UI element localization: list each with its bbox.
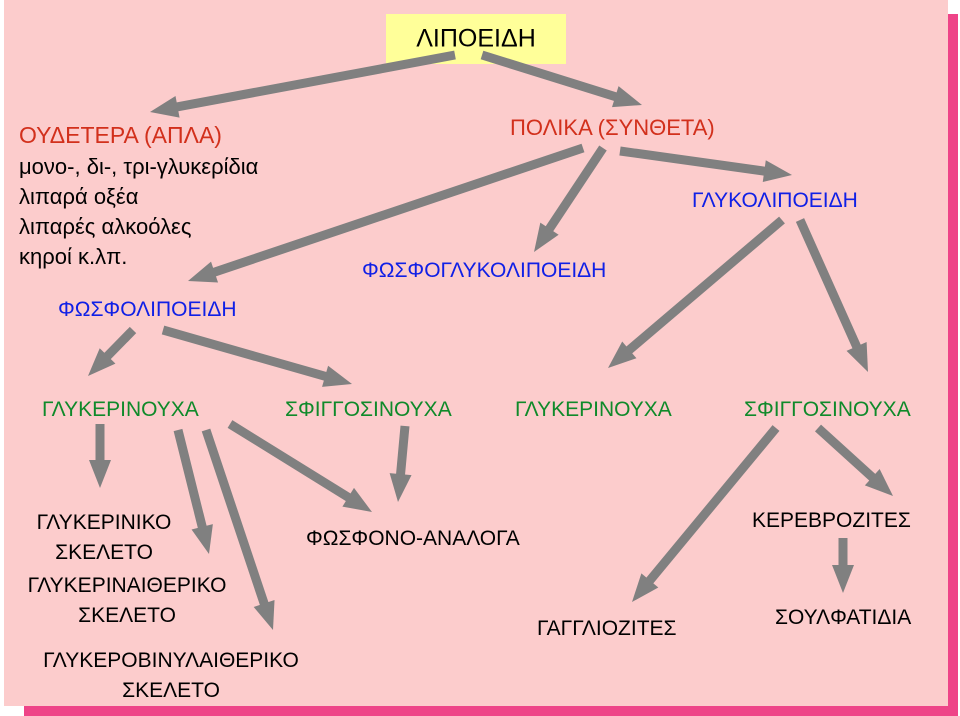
arrow-shaft-polar-to-phosphoglycolipids	[544, 145, 607, 233]
label-line: ΓΛΥΚΕΡΟΒΙΝΥΛΑΙΘΕΡΙΚΟ	[43, 649, 299, 672]
arrow-head-sphingosine-to-phosphono	[389, 473, 412, 502]
arrow-head-title-to-polar	[611, 86, 642, 108]
glycerol-containing-glycolipids-label: ΓΛΥΚΕΡΙΝΟΥΧΑ	[515, 398, 672, 421]
sulfatides-label: ΣΟΥΛΦΑΤΙΔΙΑ	[775, 606, 912, 629]
phospholipids-label: ΦΩΣΦΟΛΙΠΟΕΙΔΗ	[58, 298, 237, 321]
arrow-shaft-sphingosine-to-gangliosides	[645, 425, 780, 585]
slide-shadow-bottom	[24, 706, 958, 716]
neutral-item: κηροί κ.λπ.	[19, 244, 128, 269]
neutral-item: μονο-, δι-, τρι-γλυκερίδια	[19, 154, 259, 179]
label-line: ΣΚΕΛΕΤΟ	[122, 679, 220, 702]
neutral-item: λιπαρά οξέα	[19, 184, 139, 209]
arrow-head-cerebrosides-to-sulfatides	[832, 565, 854, 593]
glycolipids-label: ΓΛΥΚΟΛΙΠΟΕΙΔΗ	[692, 189, 858, 212]
arrow-shaft-phospholipids-to-glycerol	[102, 326, 137, 361]
arrow-shaft-title-to-neutral	[174, 50, 456, 112]
arrow-head-glycerol-to-glycerol-skeleton	[89, 460, 111, 488]
arrow-head-glycerol-to-phosphono	[342, 487, 372, 512]
arrow-head-polar-to-glycolipids	[762, 160, 792, 183]
phosphoglycolipids-label: ΦΩΣΦΟΓΛΥΚΟΛΙΠΟΕΙΔΗ	[362, 259, 607, 282]
sphingosine-containing-glycolipids-label: ΣΦΙΓΓΟΣΙΝΟΥΧΑ	[744, 398, 911, 421]
sphingosine-containing-phospholipids-label: ΣΦΙΓΓΟΣΙΝΟΥΧΑ	[285, 398, 452, 421]
arrow-head-glycerol-to-vinyl-ether-skeleton	[253, 599, 275, 630]
label-line: ΣΚΕΛΕΤΟ	[55, 541, 153, 564]
polar-lipids-label: ΠΟΛΙΚΑ (ΣΥΝΘΕΤΑ)	[510, 115, 715, 140]
arrow-head-phospholipids-to-sphingosine	[322, 365, 352, 387]
arrow-shaft-glycolipids-to-sphingosine	[795, 218, 862, 351]
arrow-shaft-glycolipids-to-glycerol	[624, 216, 785, 355]
arrow-head-polar-to-phosphoglycolipids	[534, 222, 559, 252]
arrow-head-phospholipids-to-glycerol	[88, 348, 116, 376]
diagram-panel	[4, 0, 948, 706]
gangliosides-label: ΓΑΓΓΛΙΟΖΙΤΕΣ	[537, 617, 677, 640]
arrow-shaft-sphingosine-to-cerebrosides	[814, 424, 877, 482]
label-line: ΓΛΥΚΕΡΙΝΑΙΘΕΡΙΚΟ	[27, 574, 227, 597]
glycerol-ether-skeleton-label: ΓΛΥΚΕΡΙΝΑΙΘΕΡΙΚΟ ΣΚΕΛΕΤΟ	[10, 571, 244, 631]
cerebrosides-label: ΚΕΡΕΒΡΟΖΙΤΕΣ	[752, 509, 911, 532]
arrow-shaft-phospholipids-to-sphingosine	[161, 325, 329, 382]
arrow-head-glycerol-to-ether-skeleton	[191, 524, 213, 554]
neutral-lipids-heading: ΟΥΔΕΤΕΡΑ (ΑΠΛΑ)	[19, 122, 222, 148]
neutral-lipids-list: μονο-, δι-, τρι-γλυκερίδια λιπαρά οξέα λ…	[19, 152, 258, 272]
diagram-title: ΛΙΠΟΕΙΔΗ	[416, 24, 536, 53]
glycerol-containing-phospholipids-label: ΓΛΥΚΕΡΙΝΟΥΧΑ	[42, 398, 199, 421]
arrow-shaft-polar-to-glycolipids	[619, 146, 767, 176]
title-box	[386, 14, 566, 64]
label-line: ΣΚΕΛΕΤΟ	[78, 604, 176, 627]
arrow-head-glycolipids-to-sphingosine	[846, 341, 868, 372]
arrow-head-title-to-neutral	[150, 96, 180, 118]
label-line: ΓΛΥΚΕΡΙΝΙΚΟ	[36, 511, 172, 534]
arrow-head-polar-to-phospholipids	[188, 261, 219, 283]
arrow-shaft-glycerol-to-phosphono	[227, 420, 353, 503]
arrow-head-sphingosine-to-cerebrosides	[864, 469, 893, 496]
neutral-item: λιπαρές αλκοόλες	[19, 214, 192, 239]
arrow-shaft-glycerol-to-ether-skeleton	[173, 428, 208, 530]
phosphono-analogs-label: ΦΩΣΦΟΝΟ-ΑΝΑΛΟΓΑ	[306, 527, 520, 550]
arrow-head-sphingosine-to-gangliosides	[632, 573, 659, 602]
arrow-shaft-sphingosine-to-phosphono	[395, 425, 410, 477]
slide-shadow-right	[948, 14, 958, 716]
glycerol-skeleton-label: ΓΛΥΚΕΡΙΝΙΚΟ ΣΚΕΛΕΤΟ	[16, 508, 192, 568]
arrow-head-glycolipids-to-glycerol	[608, 341, 637, 368]
arrow-shaft-glycerol-to-vinyl-ether-skeleton	[201, 428, 270, 607]
arrow-shaft-title-to-polar	[480, 50, 619, 102]
arrow-shaft-polar-to-phospholipids	[211, 143, 585, 277]
glycerol-vinyl-ether-skeleton-label: ΓΛΥΚΕΡΟΒΙΝΥΛΑΙΘΕΡΙΚΟ ΣΚΕΛΕΤΟ	[18, 646, 324, 706]
